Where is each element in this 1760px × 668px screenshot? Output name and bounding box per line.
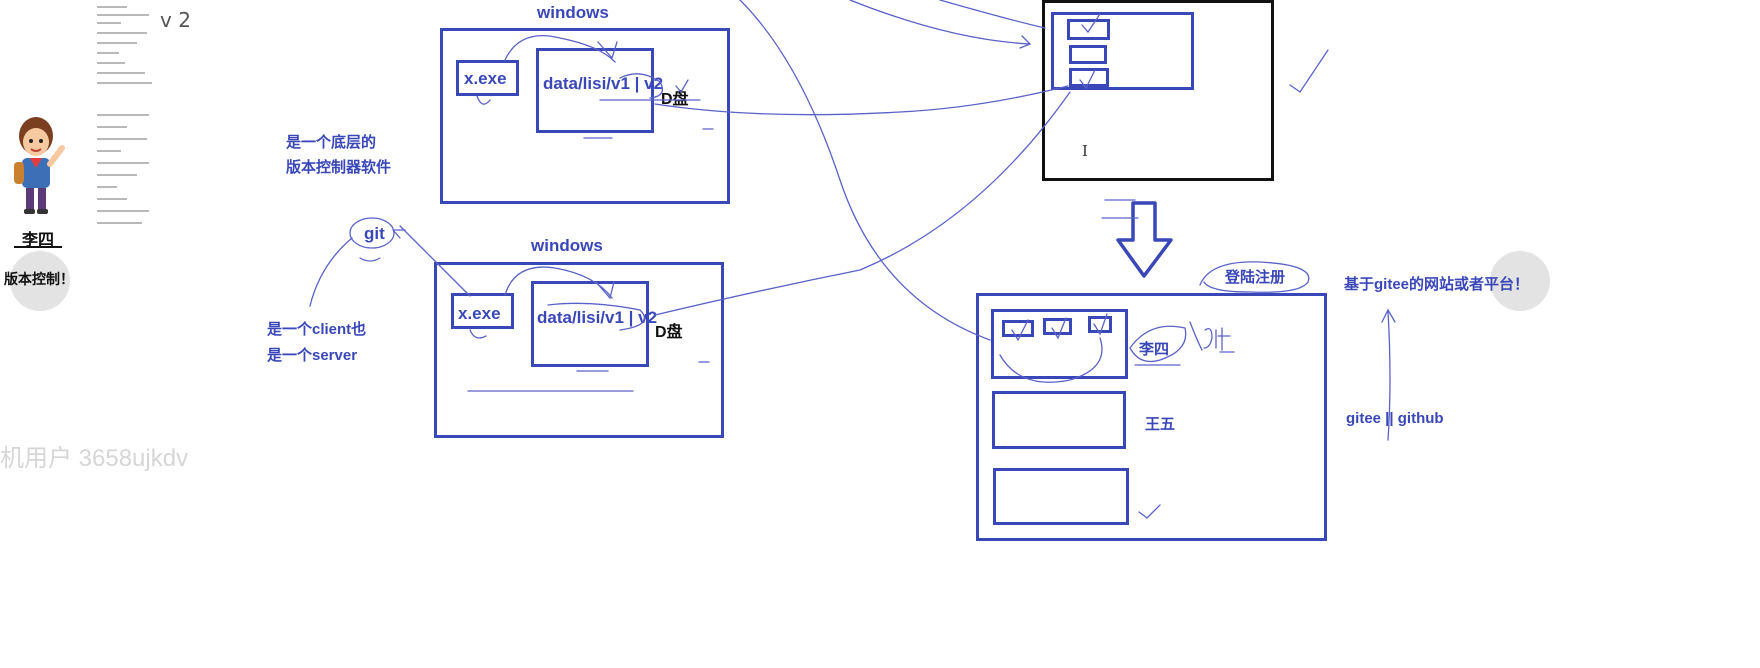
top-exe-box: [456, 60, 519, 96]
git-label: git: [364, 224, 385, 243]
panel-slot-2: [1069, 45, 1107, 64]
platform-server-box: [976, 293, 1327, 541]
user-wangwu-label: 王五: [1145, 416, 1176, 433]
bottom-window-label: windows: [531, 236, 603, 255]
sidebar-title: 版本控制！: [4, 271, 74, 287]
down-arrow-icon: [1116, 201, 1173, 278]
bottom-exe-label: x.exe: [458, 304, 501, 323]
top-exe-label: x.exe: [464, 69, 507, 88]
platform-description: 基于gitee的网站或者平台！: [1344, 276, 1530, 293]
top-folder-path: data/lisi/v1 | v2: [543, 74, 664, 93]
panel-slot-1: [1067, 19, 1110, 40]
name-underline: [14, 246, 62, 248]
bottom-windows-machine: [434, 262, 724, 438]
presenter-name: 李四: [22, 232, 55, 249]
git-desc-line1: 是一个底层的: [286, 134, 377, 151]
panel-slot-3: [1069, 68, 1109, 87]
slide-thumbnail-1[interactable]: [93, 0, 157, 97]
repo-lisi-slot-3: [1088, 316, 1112, 333]
bottom-exe-box: [451, 293, 514, 329]
watermark-text: 机用户 3658ujkdv: [0, 445, 189, 472]
bottom-folder-path: data/lisi/v1 | v2: [537, 308, 658, 327]
repo-third-box: [993, 468, 1129, 525]
bottom-drive-label: D盘: [655, 324, 683, 341]
sidebar-button-right[interactable]: [1490, 251, 1550, 311]
top-drive-label: D盘: [661, 91, 689, 108]
user-lisi-label: 李四: [1139, 341, 1170, 358]
black-window-inner-panel: [1051, 12, 1194, 90]
client-server-line2: 是一个server: [267, 347, 358, 364]
login-register-label: 登陆注册: [1225, 269, 1286, 286]
slide-thumbnail-2[interactable]: [93, 108, 157, 233]
thumbnail-annotation: v 2: [160, 8, 191, 32]
top-window-label: windows: [537, 3, 609, 22]
client-server-line1: 是一个client也: [267, 321, 367, 338]
repo-wangwu-box: [992, 391, 1126, 449]
presenter-avatar: [14, 117, 65, 214]
repo-lisi-slot-1: [1002, 320, 1034, 337]
text-cursor: I: [1082, 142, 1088, 160]
gitee-github-label: gitee || github: [1346, 410, 1444, 427]
sidebar-button-left[interactable]: [10, 251, 70, 311]
git-desc-line2: 版本控制器软件: [286, 159, 392, 176]
repo-lisi-slot-2: [1043, 318, 1072, 335]
